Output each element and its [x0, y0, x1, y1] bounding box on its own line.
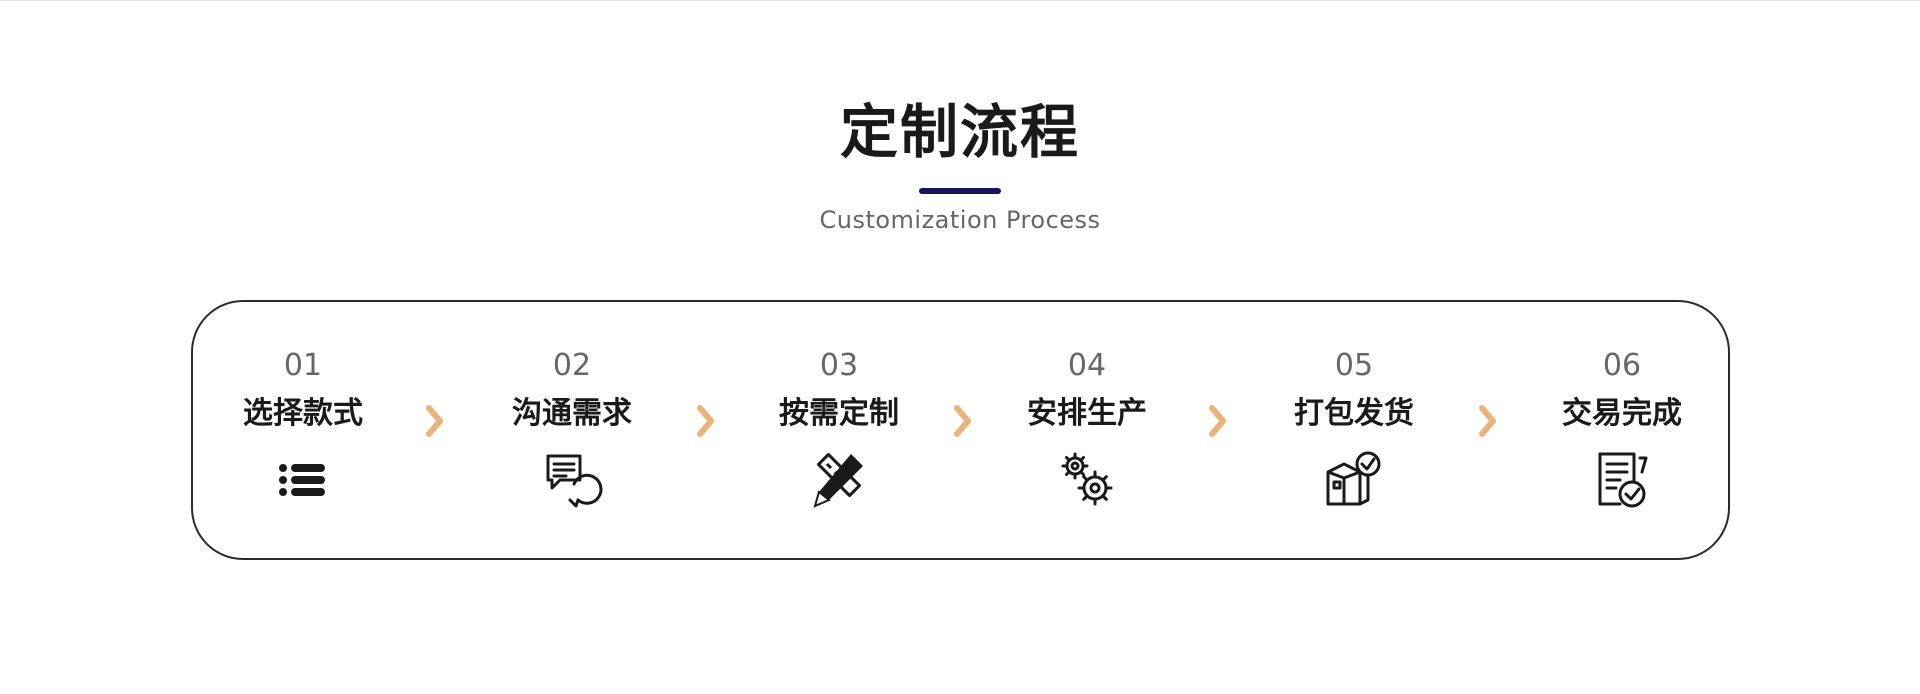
page-title: 定制流程: [839, 98, 1080, 166]
step-number: 01: [283, 348, 323, 383]
process-step-5: 05 打包发货: [1254, 348, 1454, 512]
step-label: 按需定制: [779, 396, 899, 431]
chevron-right-icon: [426, 405, 443, 437]
process-step-2: 02 沟通需求: [472, 348, 672, 512]
step-number: 06: [1602, 348, 1642, 383]
process-step-6: 06 交易完成: [1522, 348, 1722, 512]
process-step-1: 01 选择款式: [203, 348, 403, 512]
step-number: 04: [1067, 348, 1107, 383]
process-step-3: 03 按需定制: [739, 348, 939, 512]
step-label: 选择款式: [243, 396, 363, 431]
chevron-right-icon: [697, 405, 714, 437]
step-label: 交易完成: [1562, 396, 1682, 431]
page-subtitle: Customization Process: [819, 206, 1101, 234]
chevron-right-icon: [1479, 405, 1496, 437]
gears-icon: [1061, 452, 1113, 506]
chat-bubbles-icon: [546, 454, 603, 508]
title-underline: [919, 188, 1001, 194]
step-number: 03: [819, 348, 859, 383]
top-divider: [0, 0, 1920, 1]
section-heading: 定制流程 Customization Process: [0, 92, 1920, 234]
step-label: 沟通需求: [512, 396, 632, 431]
list-icon: [279, 464, 325, 496]
chevron-right-icon: [954, 405, 971, 437]
chevron-right-icon: [1209, 405, 1226, 437]
step-number: 02: [552, 348, 592, 383]
package-check-icon: [1326, 451, 1381, 506]
step-number: 05: [1334, 348, 1374, 383]
pencil-ruler-icon: [813, 452, 863, 508]
process-step-4: 04 安排生产: [987, 348, 1187, 512]
step-label: 打包发货: [1294, 396, 1414, 431]
step-label: 安排生产: [1027, 396, 1147, 431]
process-container: [191, 300, 1730, 560]
document-check-icon: [1598, 452, 1648, 508]
